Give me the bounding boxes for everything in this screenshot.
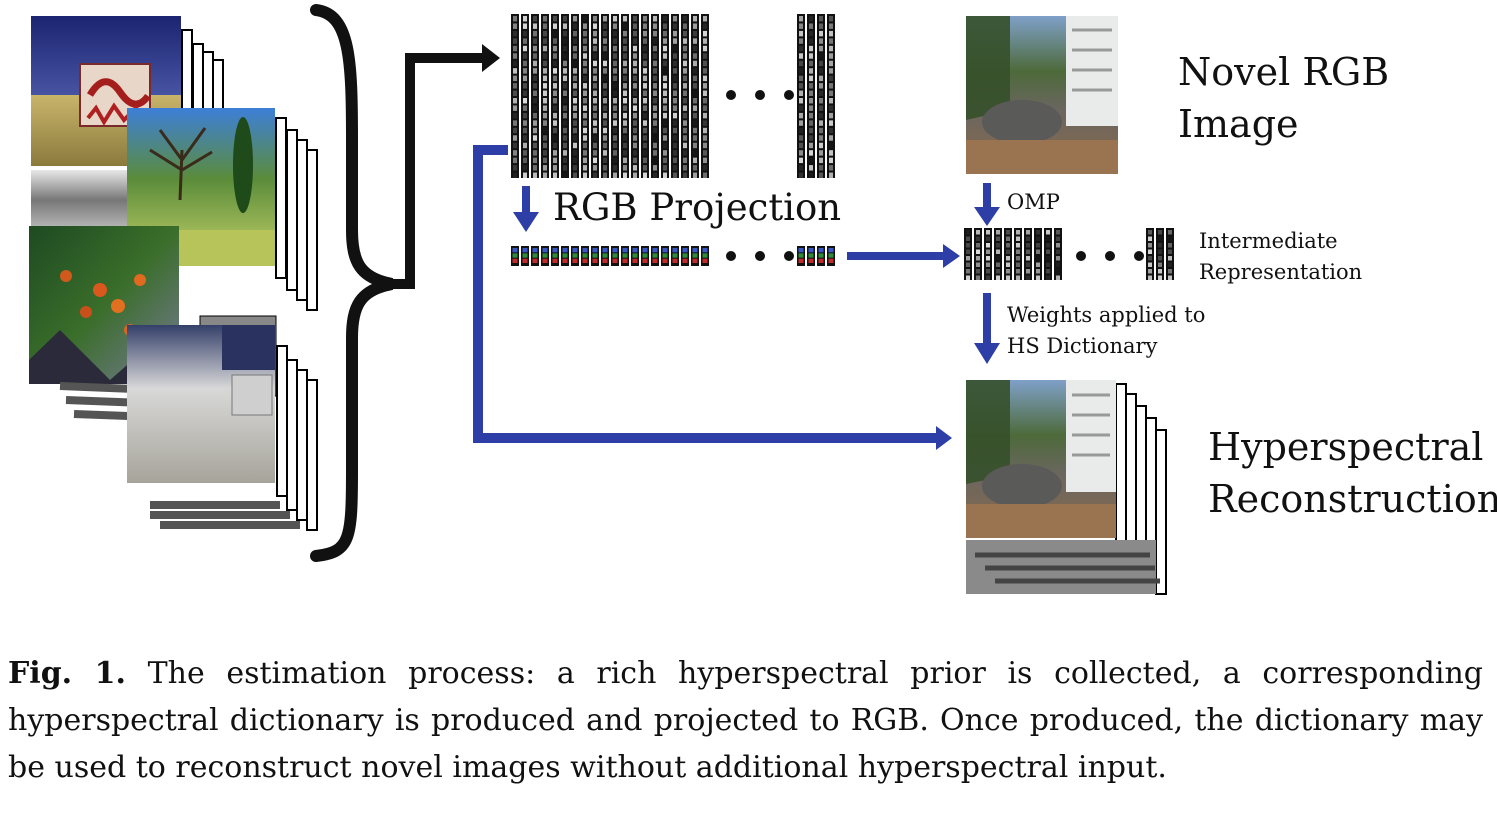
blue-arrow-to-intermediate — [847, 244, 960, 268]
rgb-atom — [681, 246, 689, 266]
caption-text: The estimation process: a rich hyperspec… — [8, 656, 1483, 785]
image-stack-4 — [127, 315, 318, 531]
dictionary-atom — [1044, 228, 1052, 280]
reconstruction-label-line-1: Hyperspectral — [1208, 425, 1484, 469]
blue-arrow-to-reconstruction — [473, 145, 952, 450]
dictionary-atom — [551, 14, 559, 178]
figure-number: Fig. 1. — [8, 656, 126, 691]
omp-down-arrow — [974, 183, 1000, 226]
novel-rgb-image-label-line-2: Image — [1178, 102, 1299, 146]
dictionary-atom — [807, 14, 815, 178]
rgb-atom — [651, 246, 659, 266]
black-arrow-to-dictionary — [392, 44, 500, 289]
dictionary-atom — [591, 14, 599, 178]
dictionary-atom — [701, 14, 709, 178]
dictionary-atom — [611, 14, 619, 178]
rgb-atom — [581, 246, 589, 266]
rgb-atom — [807, 246, 815, 266]
dictionary-atom — [974, 228, 982, 280]
rgb-atom — [591, 246, 599, 266]
dictionary-atom — [1054, 228, 1062, 280]
intermediate-label-line-2: Representation — [1199, 260, 1363, 284]
grouping-brace — [310, 4, 394, 562]
dictionary-atom — [691, 14, 699, 178]
rgb-atom — [797, 246, 805, 266]
rgb-atom — [511, 246, 519, 266]
rgb-atom — [661, 246, 669, 266]
rgb-atom — [701, 246, 709, 266]
rgb-atom — [671, 246, 679, 266]
rgb-atom — [541, 246, 549, 266]
reconstruction-label-line-2: Reconstruction — [1208, 477, 1497, 521]
dictionary-atom — [601, 14, 609, 178]
rgb-atom — [521, 246, 529, 266]
rgb-dictionary-ellipsis — [726, 251, 794, 261]
dictionary-atom — [797, 14, 805, 178]
dictionary-atom — [1034, 228, 1042, 280]
rgb-atom — [531, 246, 539, 266]
intermediate-representation-label: Intermediate Representation — [1199, 226, 1362, 288]
rgb-atom — [601, 246, 609, 266]
hyperspectral-dictionary — [511, 14, 709, 178]
hyperspectral-reconstruction-stack — [966, 380, 1167, 595]
rgb-atom — [817, 246, 825, 266]
rgb-atom — [561, 246, 569, 266]
weights-down-arrow — [974, 293, 1000, 364]
dictionary-atom — [521, 14, 529, 178]
dictionary-atom — [1004, 228, 1012, 280]
rgb-projection-label: RGB Projection — [553, 186, 842, 229]
dictionary-atom — [541, 14, 549, 178]
novel-rgb-image-label: Novel RGB Image — [1178, 46, 1389, 150]
dictionary-atom — [827, 14, 835, 178]
rgb-atom — [691, 246, 699, 266]
dictionary-atom — [994, 228, 1002, 280]
dictionary-atom — [681, 14, 689, 178]
intermediate-ellipsis — [1076, 251, 1144, 261]
rgb-atom — [827, 246, 835, 266]
dictionary-atom — [631, 14, 639, 178]
weights-label-line-2: HS Dictionary — [1007, 334, 1158, 358]
rgb-atom — [611, 246, 619, 266]
rgb-projected-dictionary — [511, 246, 709, 266]
dictionary-atom — [1166, 228, 1174, 280]
hyperspectral-dictionary-tail — [797, 14, 835, 178]
dictionary-ellipsis — [726, 90, 794, 100]
intermediate-label-line-1: Intermediate — [1199, 229, 1338, 253]
rgb-atom — [571, 246, 579, 266]
dictionary-atom — [671, 14, 679, 178]
dictionary-atom — [1024, 228, 1032, 280]
dictionary-atom — [511, 14, 519, 178]
dictionary-atom — [531, 14, 539, 178]
dictionary-atom — [571, 14, 579, 178]
intermediate-representation — [964, 228, 1062, 280]
rgb-atom — [621, 246, 629, 266]
hyperspectral-reconstruction-label: Hyperspectral Reconstruction — [1208, 421, 1497, 525]
weights-label-line-1: Weights applied to — [1007, 303, 1206, 327]
weights-applied-label: Weights applied to HS Dictionary — [1007, 300, 1205, 362]
dictionary-atom — [661, 14, 669, 178]
rgb-atom — [631, 246, 639, 266]
rgb-atom — [551, 246, 559, 266]
novel-rgb-image-label-line-1: Novel RGB — [1178, 50, 1390, 94]
omp-label: OMP — [1007, 190, 1060, 214]
dictionary-atom — [651, 14, 659, 178]
dictionary-atom — [817, 14, 825, 178]
rgb-atom — [641, 246, 649, 266]
dictionary-atom — [984, 228, 992, 280]
estimation-process-diagram — [29, 4, 1174, 595]
intermediate-representation-tail — [1146, 228, 1174, 280]
novel-rgb-image — [966, 16, 1118, 174]
dictionary-atom — [621, 14, 629, 178]
hyperspectral-prior-stack — [29, 16, 318, 531]
dictionary-atom — [641, 14, 649, 178]
dictionary-atom — [561, 14, 569, 178]
dictionary-atom — [1146, 228, 1154, 280]
dictionary-atom — [1156, 228, 1164, 280]
projection-down-arrow — [513, 186, 539, 232]
dictionary-atom — [964, 228, 972, 280]
figure-caption: Fig. 1. The estimation process: a rich h… — [8, 650, 1483, 791]
rgb-projected-dictionary-tail — [797, 246, 835, 266]
dictionary-atom — [1014, 228, 1022, 280]
dictionary-atom — [581, 14, 589, 178]
